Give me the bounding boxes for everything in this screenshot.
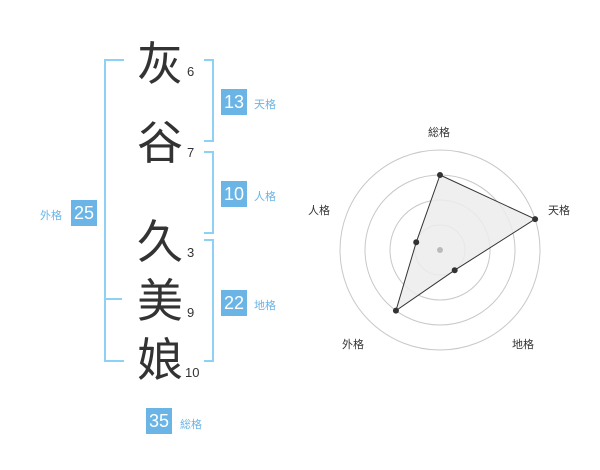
gaikaku-label: 外格 (40, 209, 62, 222)
name-char-3: 久 (137, 215, 183, 269)
jinkaku-value-badge: 10 (221, 181, 248, 207)
tenkaku-label: 天格 (254, 98, 276, 111)
radar-axis-label-gaikaku: 外格 (342, 338, 364, 351)
chikaku-label: 地格 (254, 299, 276, 312)
gaikaku-divider (106, 298, 122, 300)
radar-center-point (437, 247, 443, 253)
radar-point-5 (413, 239, 420, 246)
radar-point-4 (392, 307, 399, 314)
radar-ring (339, 149, 541, 351)
radar-data-polygon (395, 174, 537, 312)
radar-point-2 (532, 216, 539, 223)
stroke-count-3: 3 (187, 245, 195, 260)
name-char-1: 灰 (137, 37, 183, 91)
radar-axis-label-tenkaku: 天格 (548, 204, 570, 217)
radar-point-1 (437, 172, 443, 178)
jinkaku-bracket (204, 151, 214, 234)
gaikaku-bracket (104, 59, 124, 362)
stroke-count-4: 9 (187, 305, 195, 320)
chikaku-value-badge: 22 (221, 290, 248, 316)
radar-axis-label-soukaku: 総格 (428, 126, 450, 139)
stroke-count-2: 7 (187, 145, 195, 160)
radar-axis-label-chikaku: 地格 (512, 338, 534, 351)
radar-axis-label-jinkaku: 人格 (308, 204, 330, 217)
name-char-2: 谷 (137, 116, 183, 170)
soukaku-label: 総格 (180, 418, 202, 431)
stroke-count-1: 6 (187, 64, 195, 79)
tenkaku-bracket (204, 59, 214, 142)
gaikaku-value-badge: 25 (71, 200, 98, 226)
chikaku-bracket (204, 239, 214, 362)
jinkaku-label: 人格 (254, 190, 276, 203)
soukaku-value-badge: 35 (146, 408, 173, 434)
tenkaku-value-badge: 13 (221, 89, 248, 115)
stroke-count-5: 10 (185, 365, 200, 380)
name-char-4: 美 (137, 274, 183, 328)
name-char-5: 娘 (137, 333, 183, 387)
radar-point-3 (451, 267, 458, 274)
